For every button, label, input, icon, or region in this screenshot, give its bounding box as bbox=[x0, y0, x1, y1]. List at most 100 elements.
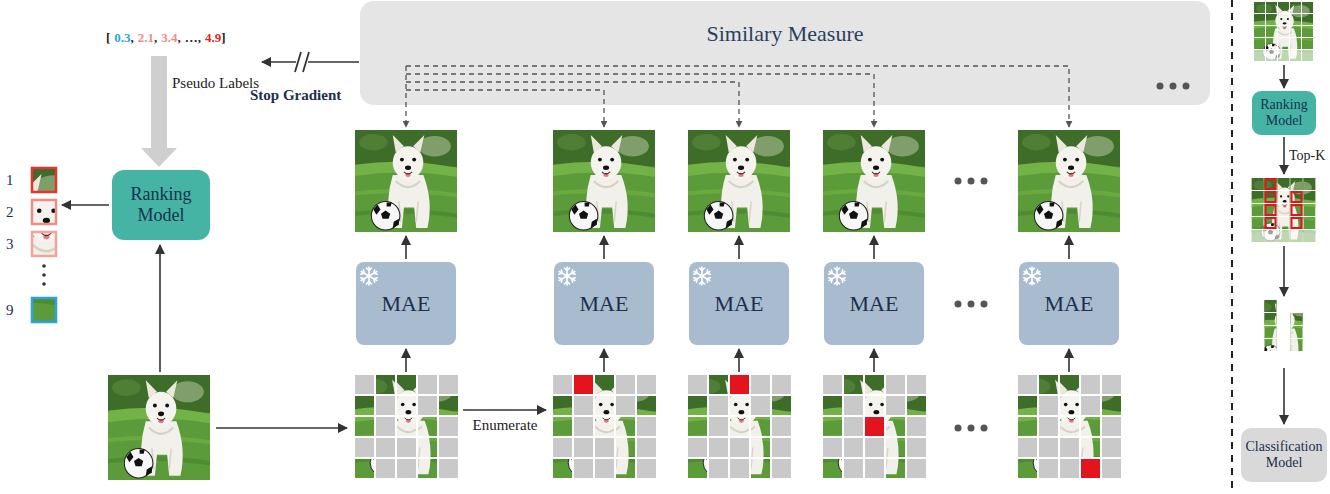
score-value: 3.4 bbox=[161, 30, 177, 46]
node-text: MAE bbox=[382, 291, 431, 316]
image-patch bbox=[1255, 6, 1310, 61]
top-k-outline bbox=[1266, 192, 1276, 202]
ellipsis-dot bbox=[968, 425, 975, 432]
input-grid bbox=[1254, 2, 1313, 61]
masked-patch bbox=[844, 438, 863, 457]
similarity-link bbox=[406, 90, 604, 127]
image-patch bbox=[1256, 182, 1316, 242]
image-patch bbox=[831, 377, 926, 472]
image-patch bbox=[1255, 303, 1315, 363]
masked-patch bbox=[1060, 438, 1079, 457]
image-patch bbox=[1252, 181, 1312, 241]
top-k-outline bbox=[1266, 205, 1276, 215]
image-patch bbox=[1255, 303, 1315, 363]
image-patch bbox=[1252, 182, 1312, 242]
pseudo-labels-label: Pseudo Labels bbox=[172, 75, 259, 91]
ellipsis-dot bbox=[955, 301, 962, 308]
node-text: Ranking Model bbox=[1258, 97, 1310, 129]
masked-patch bbox=[688, 375, 707, 394]
image-patch bbox=[1258, 5, 1313, 60]
image-patch bbox=[1257, 3, 1312, 58]
image-patch bbox=[1253, 301, 1313, 361]
arrow bbox=[159, 245, 161, 372]
masked-patch bbox=[844, 459, 863, 478]
image-patch bbox=[1253, 302, 1313, 362]
masked-patch bbox=[439, 417, 458, 436]
image-patch bbox=[1255, 182, 1315, 242]
ranked-grid bbox=[1252, 178, 1316, 242]
masked-patch bbox=[886, 375, 905, 394]
image-patch bbox=[0, 202, 56, 322]
masked-grid bbox=[553, 375, 656, 478]
masked-patch bbox=[730, 459, 749, 478]
node-text: MAE bbox=[715, 291, 764, 316]
masked-patch bbox=[709, 396, 728, 415]
ellipsis-dot bbox=[981, 425, 988, 432]
ellipsis-dot bbox=[42, 264, 46, 268]
masked-patch bbox=[772, 459, 791, 478]
node-text: Ranking Model bbox=[118, 184, 204, 225]
similarity-link bbox=[405, 66, 406, 127]
image-patch bbox=[1253, 300, 1313, 360]
arrow bbox=[216, 427, 347, 429]
ranking-model-box: Ranking Model bbox=[112, 170, 210, 240]
rank-number-holder: 9 bbox=[6, 301, 14, 319]
enumerate-label: Enumerate bbox=[473, 417, 538, 433]
masked-patch bbox=[616, 396, 635, 415]
top-k-outline bbox=[1266, 179, 1276, 189]
image-patch bbox=[1254, 6, 1309, 61]
image-patch bbox=[0, 184, 104, 304]
image-patch bbox=[1255, 3, 1310, 58]
masked-patch bbox=[907, 438, 926, 457]
masked-grid bbox=[1018, 375, 1121, 478]
faded-patch bbox=[1302, 50, 1313, 61]
score-punctuation: , bbox=[154, 30, 157, 46]
masked-patch bbox=[1102, 459, 1121, 478]
masked-patch bbox=[688, 438, 707, 457]
image-patch bbox=[1255, 302, 1315, 362]
masked-patch bbox=[751, 396, 770, 415]
masked-patch bbox=[865, 438, 884, 457]
masked-patch bbox=[1060, 459, 1079, 478]
masked-patch bbox=[637, 438, 656, 457]
image-patch bbox=[1258, 6, 1313, 61]
reconstructed-image bbox=[823, 130, 925, 232]
image-patch bbox=[1255, 3, 1310, 58]
image-patch bbox=[1254, 5, 1309, 60]
arrow bbox=[1068, 349, 1070, 372]
image-patch bbox=[1256, 182, 1316, 242]
score-punctuation: [ bbox=[106, 30, 110, 46]
masked-patch bbox=[1039, 417, 1058, 436]
image-patch bbox=[1255, 6, 1310, 61]
image-patch bbox=[1257, 5, 1312, 60]
reconstructed-image bbox=[688, 130, 790, 232]
masked-patch bbox=[439, 375, 458, 394]
frozen-icon bbox=[829, 267, 845, 285]
masked-grid bbox=[688, 375, 791, 478]
masked-patch bbox=[709, 417, 728, 436]
masked-patch bbox=[439, 459, 458, 478]
rank-border bbox=[32, 298, 56, 322]
image-patch bbox=[1252, 181, 1312, 241]
classification-model-box: Classification Model bbox=[1241, 428, 1327, 482]
rank-number: 2 bbox=[6, 204, 14, 220]
ellipsis-dot bbox=[1170, 83, 1177, 90]
masked-patch bbox=[397, 459, 416, 478]
image-patch bbox=[1253, 301, 1313, 361]
rank-number-holder: 2 bbox=[6, 203, 14, 221]
image-patch bbox=[1257, 5, 1312, 60]
rank-border bbox=[32, 232, 56, 256]
image-patch bbox=[1256, 181, 1316, 241]
image-patch bbox=[1255, 301, 1315, 361]
image-patch bbox=[1255, 5, 1310, 60]
frozen-icon bbox=[361, 267, 377, 285]
masked-patch bbox=[397, 438, 416, 457]
image-patch bbox=[1257, 6, 1312, 61]
rank-number-holder: 3 bbox=[6, 235, 14, 253]
masked-patch bbox=[772, 438, 791, 457]
masked-patch bbox=[1039, 459, 1058, 478]
masked-grid bbox=[355, 375, 458, 478]
image-patch bbox=[0, 184, 104, 304]
